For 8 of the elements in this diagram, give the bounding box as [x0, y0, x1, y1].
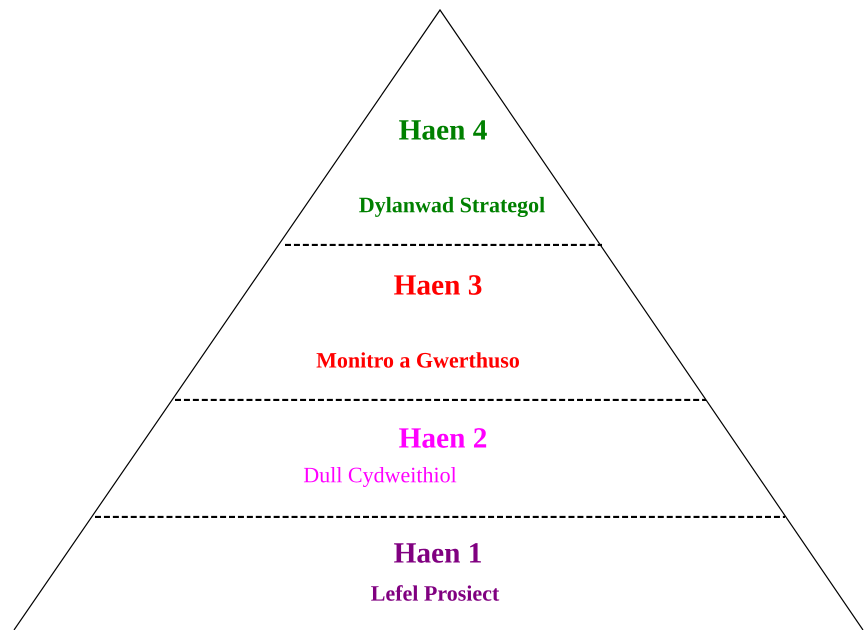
layer-subtitle: Lefel Prosiect [371, 585, 500, 601]
layer-subtitle: Monitro a Gwerthuso [316, 352, 519, 368]
layer-heading: Haen 2 [399, 428, 486, 448]
layer-subtitle: Dull Cydweithiol [304, 466, 456, 487]
layer-subtitle: Dylanwad Strategol [359, 196, 545, 218]
layer-heading: Haen 3 [394, 275, 482, 295]
layer-heading: Haen 1 [394, 543, 481, 563]
layer-heading: Haen 4 [399, 120, 487, 140]
